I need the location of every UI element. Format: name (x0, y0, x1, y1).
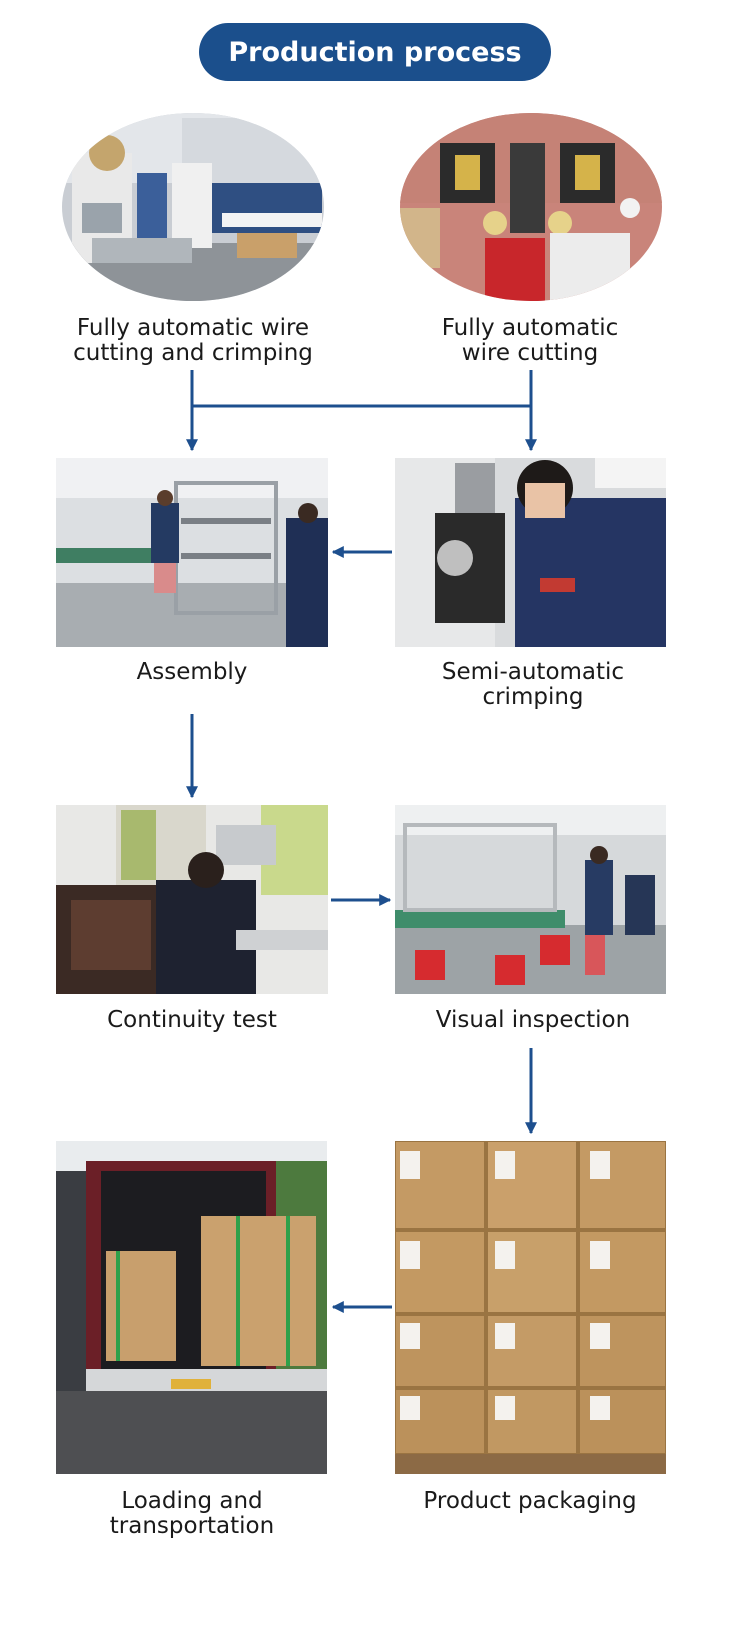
truck-loading-photo (56, 1141, 327, 1474)
wire-cutting-machine-photo (400, 113, 662, 301)
step-caption-assembly: Assembly (136, 659, 248, 685)
carton-boxes-photo (395, 1141, 666, 1474)
step-caption-semi-auto-crimp: Semi-automatic crimping (441, 659, 625, 710)
step-caption-visual-inspection: Visual inspection (435, 1007, 631, 1033)
factory-machine-line-photo (62, 113, 324, 301)
step-caption-fully-auto-cut-crimp: Fully automatic wire cutting and crimpin… (73, 315, 313, 366)
page-title: Production process (199, 23, 551, 81)
continuity-test-photo (56, 805, 328, 994)
step-caption-continuity-test: Continuity test (107, 1007, 277, 1033)
step-caption-loading: Loading and transportation (109, 1488, 275, 1539)
step-caption-packaging: Product packaging (423, 1488, 637, 1514)
inspection-workshop-photo (395, 805, 666, 994)
crimping-worker-photo (395, 458, 666, 647)
step-caption-fully-auto-cut: Fully automatic wire cutting (441, 315, 619, 366)
assembly-workshop-photo (56, 458, 328, 647)
